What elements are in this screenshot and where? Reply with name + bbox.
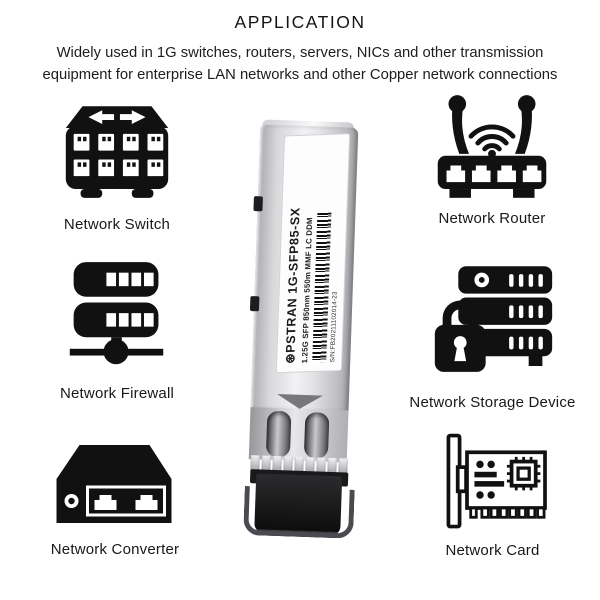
network-converter-icon: [42, 441, 188, 533]
application-item-switch: Network Switch: [32, 104, 202, 233]
sfp-side-tab: [253, 196, 263, 212]
lc-connector-receptacle: [248, 394, 349, 463]
network-switch-icon: [53, 104, 181, 208]
barcode: [312, 212, 332, 364]
pstran-logo-icon: ⊛: [283, 352, 298, 365]
sfp-product-label: ⊛PSTRAN 1G-SFP85-SX 1.25G SFP 850nm 550m…: [275, 133, 351, 374]
label-fold-shadow: [276, 394, 324, 410]
sfp-transceiver-photo: ⊛PSTRAN 1G-SFP85-SX 1.25G SFP 850nm 550m…: [240, 119, 373, 539]
brand-model-text: PSTRAN 1G-SFP85-SX: [283, 207, 303, 353]
network-router-icon: [426, 90, 558, 202]
network-card-icon: [420, 430, 566, 534]
item-label-switch: Network Switch: [63, 216, 171, 233]
application-item-card: Network Card: [410, 430, 575, 559]
application-item-firewall: Network Firewall: [37, 257, 197, 402]
lc-slot-right: [303, 412, 330, 459]
serial-number: S/N:FB20211102014-23: [329, 291, 339, 363]
sfp-side-tab: [249, 296, 260, 312]
item-label-firewall: Network Firewall: [59, 385, 175, 402]
item-label-converter: Network Converter: [50, 541, 180, 558]
application-item-router: Network Router: [407, 90, 577, 227]
item-label-storage: Network Storage Device: [409, 394, 576, 411]
application-item-storage: Network Storage Device: [405, 258, 580, 411]
item-label-router: Network Router: [438, 210, 546, 227]
item-label-card: Network Card: [445, 542, 540, 559]
application-item-converter: Network Converter: [30, 441, 200, 558]
lc-slot-left: [265, 410, 292, 458]
network-storage-icon: [427, 258, 559, 386]
page-title: APPLICATION: [234, 12, 366, 32]
page-subtitle: Widely used in 1G switches, routers, ser…: [42, 45, 558, 84]
bail-latch-wire: [243, 485, 355, 539]
network-firewall-icon: [64, 257, 170, 377]
